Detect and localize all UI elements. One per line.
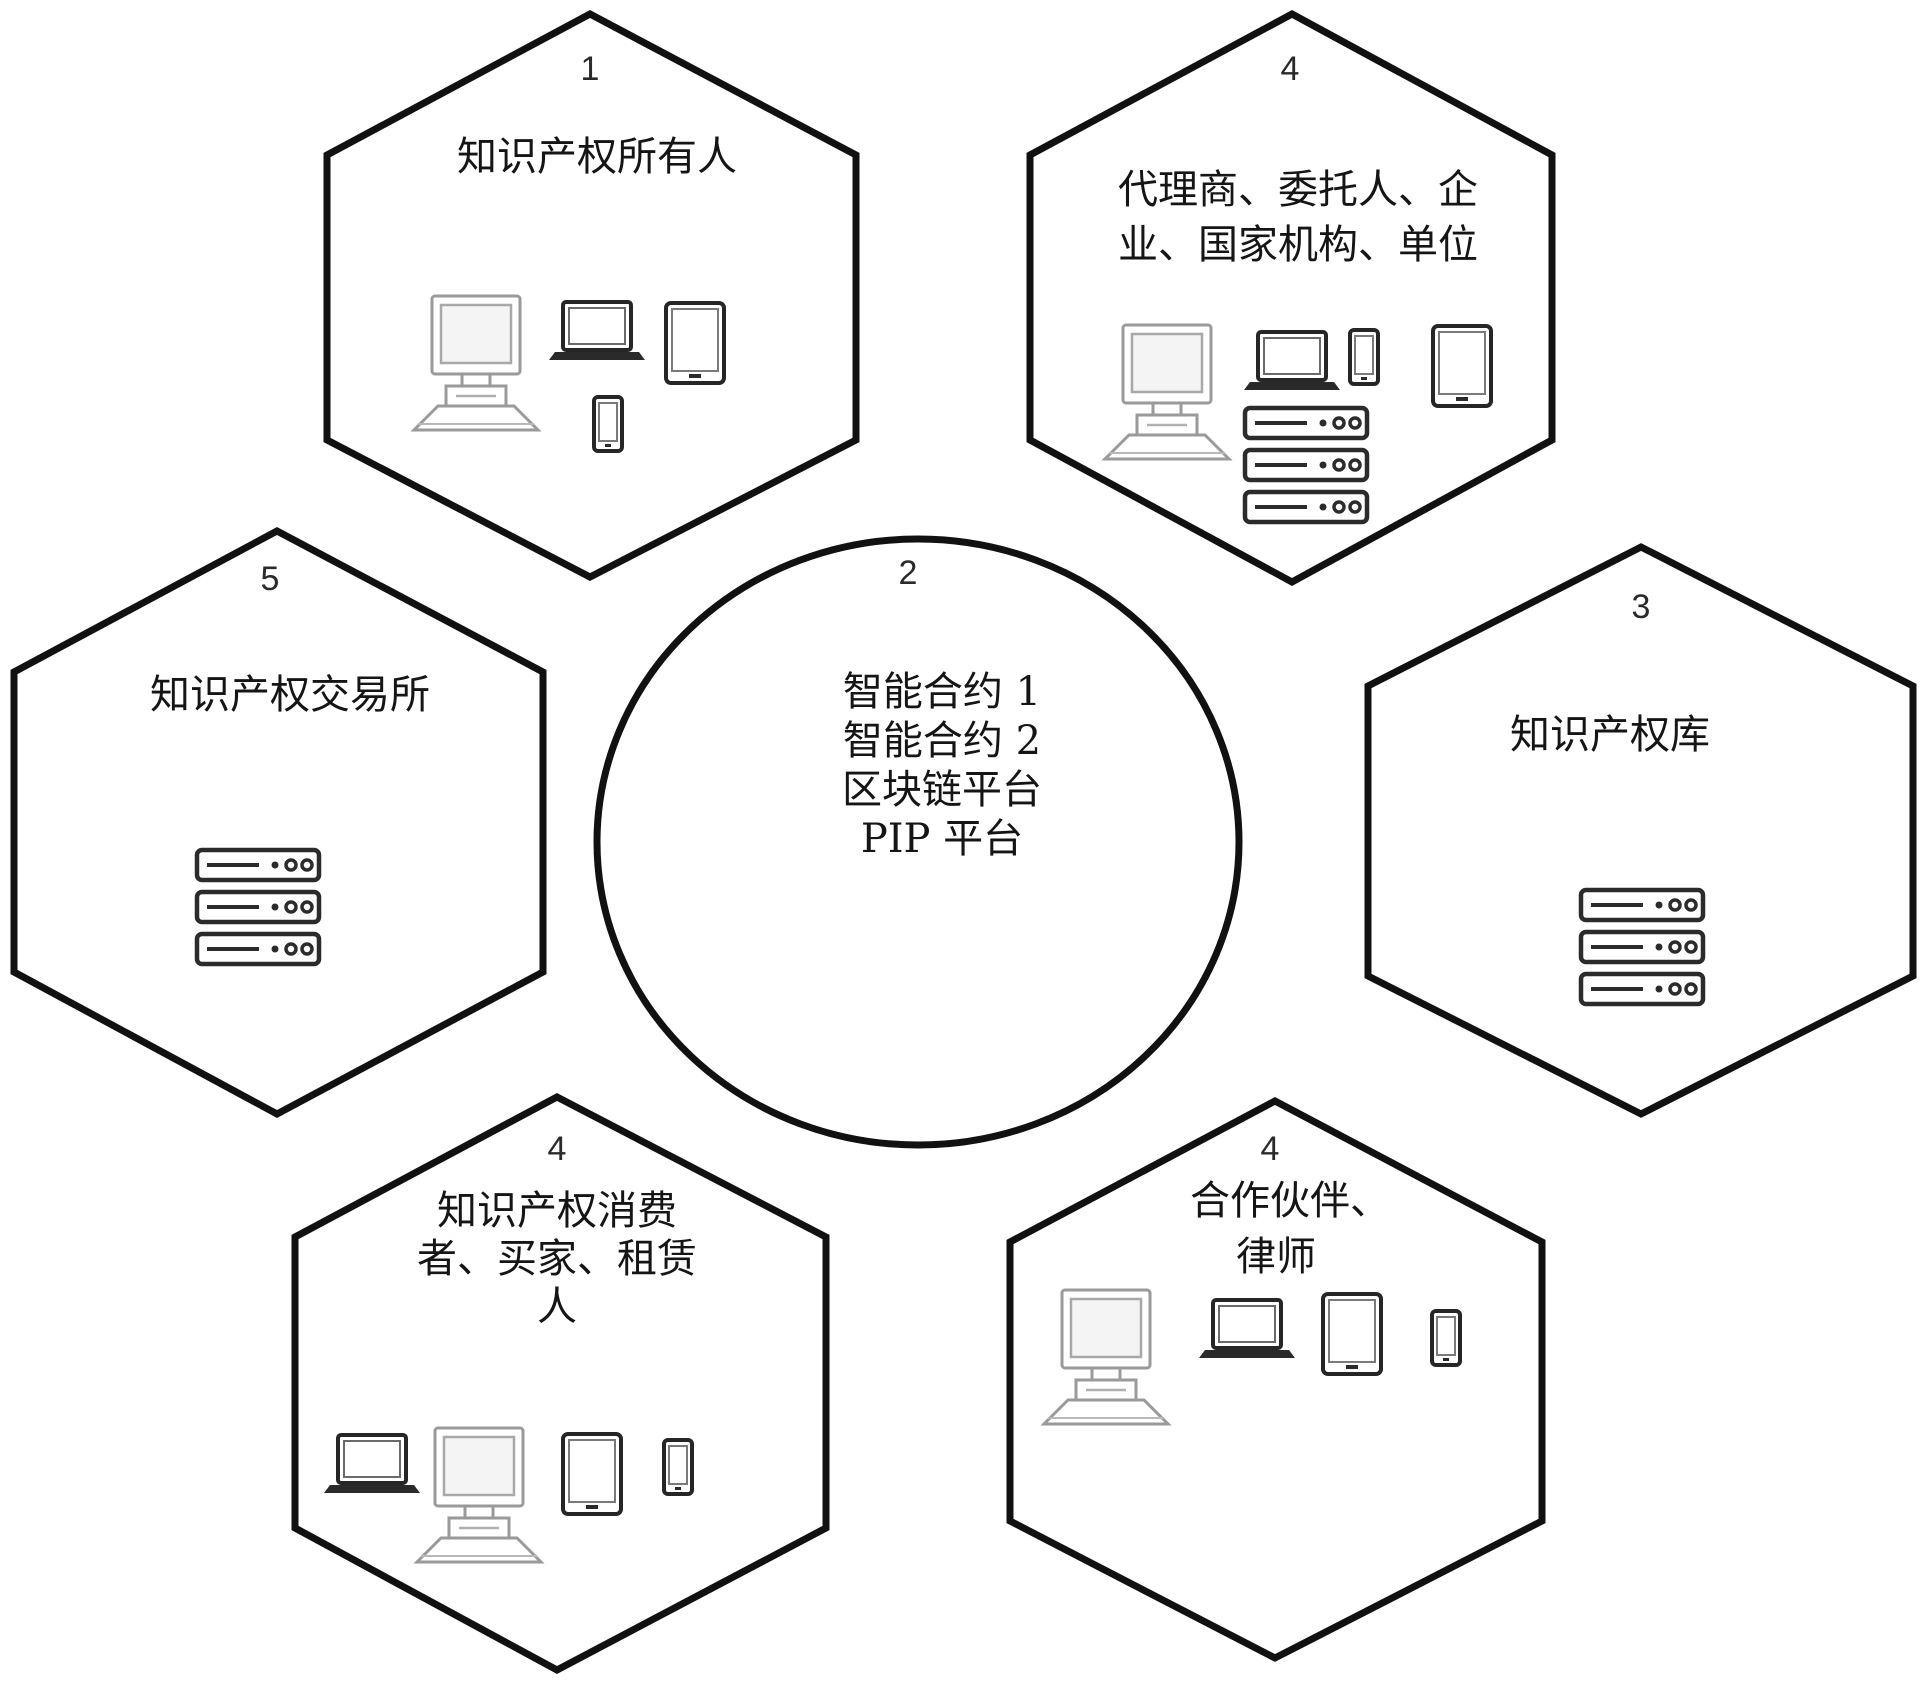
node-agents: 4 代理商、委托人、企 业、国家机构、单位 bbox=[1026, 10, 1556, 586]
node-label-line-1: 合作伙伴、 bbox=[1190, 1178, 1390, 1224]
phone-icon bbox=[1430, 1309, 1462, 1367]
tablet-icon bbox=[1321, 1292, 1383, 1376]
node-label-line-2: 律师 bbox=[1236, 1234, 1316, 1280]
node-number: 5 bbox=[261, 560, 280, 598]
node-label-line-3: 人 bbox=[537, 1284, 577, 1330]
central-number: 2 bbox=[899, 554, 918, 592]
node-ip-exchange: 5 知识产权交易所 bbox=[10, 527, 547, 1118]
node-label-line-1: 代理商、委托人、企 bbox=[1118, 167, 1478, 213]
node-ip-repository: 3 知识产权库 bbox=[1364, 543, 1917, 1118]
node-ip-consumers: 4 知识产权消费 者、买家、租赁 人 bbox=[291, 1093, 830, 1674]
desktop-icon bbox=[1042, 1288, 1170, 1426]
node-number: 3 bbox=[1632, 588, 1651, 626]
phone-icon bbox=[1348, 328, 1380, 386]
central-line-2: 智能合约 2 bbox=[843, 718, 1041, 764]
node-number: 4 bbox=[1261, 1130, 1280, 1168]
node-number: 4 bbox=[548, 1130, 567, 1168]
central-platform: 2 智能合约 1 智能合约 2 区块链平台 PIP 平台 bbox=[593, 535, 1243, 1149]
node-label-line-2: 业、国家机构、单位 bbox=[1118, 222, 1478, 268]
node-label-line-1: 知识产权消费 bbox=[437, 1188, 677, 1234]
node-ip-owner: 1 知识产权所有人 bbox=[323, 10, 860, 581]
phone-icon bbox=[662, 1438, 694, 1496]
node-label-line-1: 知识产权所有人 bbox=[457, 134, 737, 180]
central-line-4: PIP 平台 bbox=[861, 816, 1023, 862]
node-label-line-2: 者、买家、租赁 bbox=[417, 1236, 697, 1282]
server-rack-icon bbox=[1245, 408, 1367, 522]
central-line-3: 区块链平台 bbox=[842, 767, 1042, 813]
tablet-icon bbox=[1431, 324, 1493, 408]
tablet-icon bbox=[561, 1432, 623, 1516]
tablet-icon bbox=[664, 301, 726, 385]
node-number: 4 bbox=[1281, 50, 1300, 88]
phone-icon bbox=[592, 395, 624, 453]
desktop-icon bbox=[1103, 323, 1231, 461]
node-label-line-1: 知识产权库 bbox=[1510, 712, 1710, 758]
desktop-icon bbox=[412, 294, 540, 432]
node-number: 1 bbox=[581, 50, 600, 88]
desktop-icon bbox=[415, 1426, 543, 1564]
server-rack-icon bbox=[1581, 890, 1703, 1004]
server-rack-icon bbox=[197, 850, 319, 964]
node-label-line-1: 知识产权交易所 bbox=[150, 672, 430, 718]
node-partners-lawyers: 4 合作伙伴、 律师 bbox=[1006, 1097, 1546, 1662]
central-line-1: 智能合约 1 bbox=[843, 669, 1041, 715]
